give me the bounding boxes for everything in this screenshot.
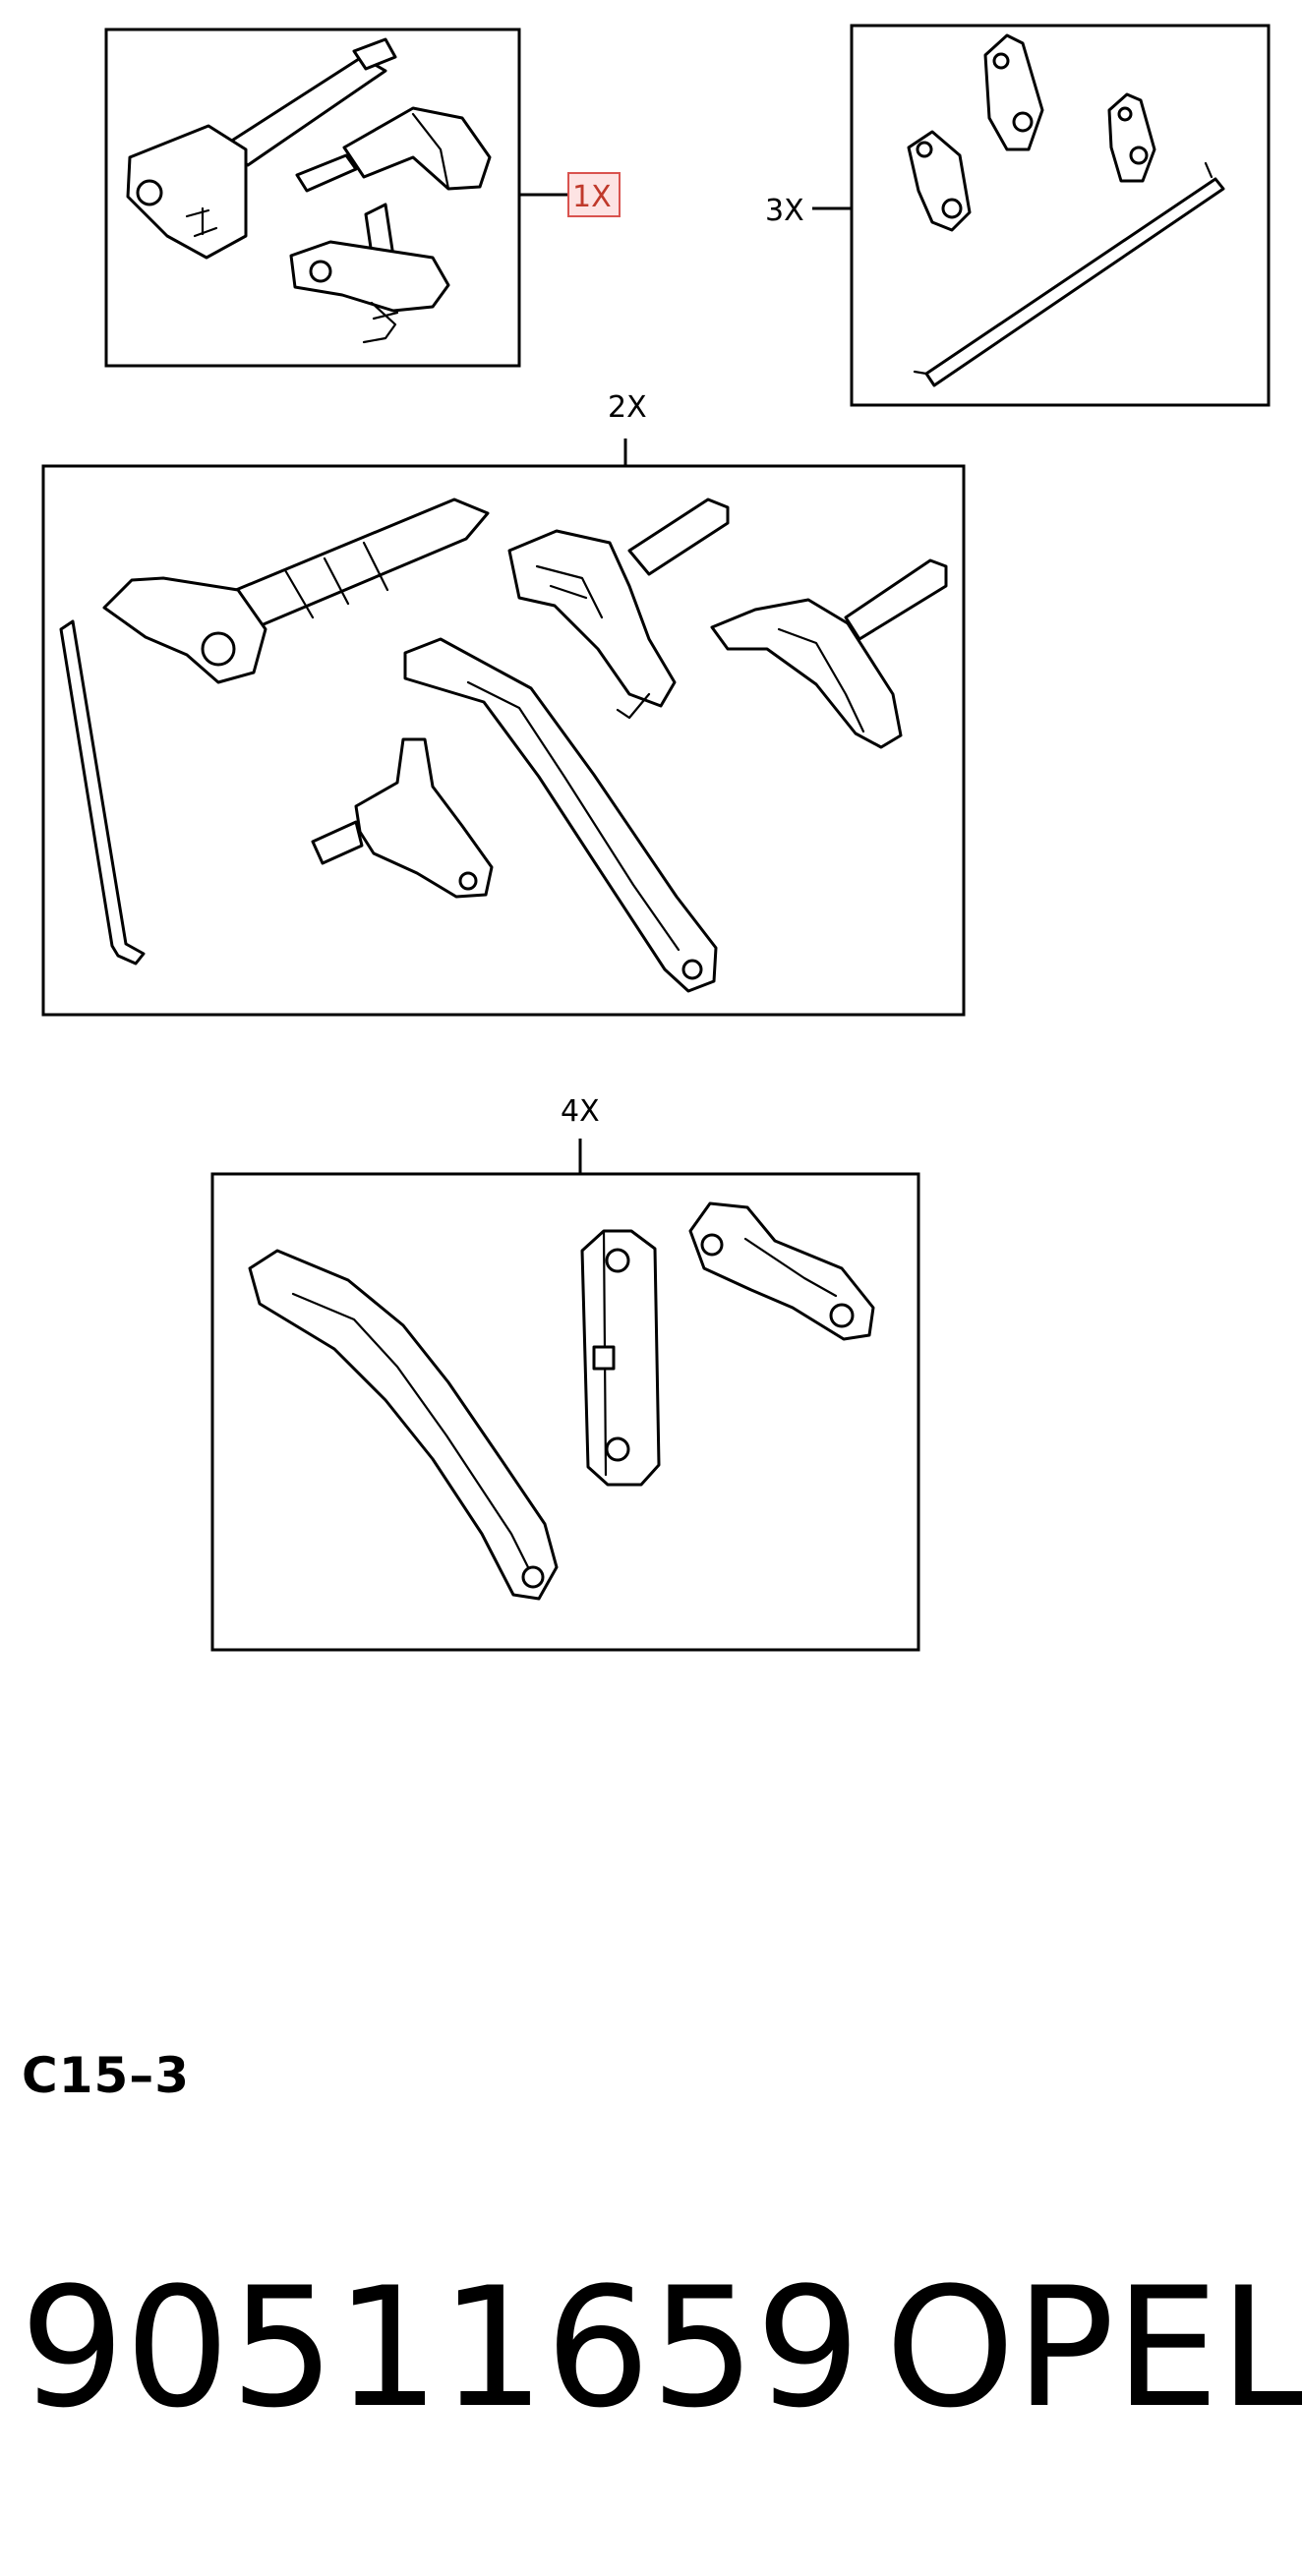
callout-4-label[interactable]: 4X xyxy=(561,1094,600,1129)
group-4-parts xyxy=(248,1201,875,1601)
group-2-parts xyxy=(59,498,948,993)
brand-name: OPEL xyxy=(885,2252,1302,2444)
footer: 90511659 OPEL xyxy=(20,2252,1302,2444)
callout-3-label[interactable]: 3X xyxy=(765,194,804,228)
group-4-box: 4X xyxy=(210,1094,920,1652)
callout-1-label[interactable]: 1X xyxy=(572,180,612,214)
callout-2-label[interactable]: 2X xyxy=(608,390,647,425)
group-1-parts xyxy=(126,37,492,344)
callout-1-highlight xyxy=(567,172,621,217)
group-3-box: 3X xyxy=(765,24,1271,407)
part-number: 90511659 xyxy=(20,2252,861,2444)
group-1-box: 1X xyxy=(104,28,621,368)
group-3-parts xyxy=(907,33,1225,387)
group-2-box: 2X xyxy=(41,390,966,1017)
diagram-code: C15–3 xyxy=(22,2047,191,2104)
